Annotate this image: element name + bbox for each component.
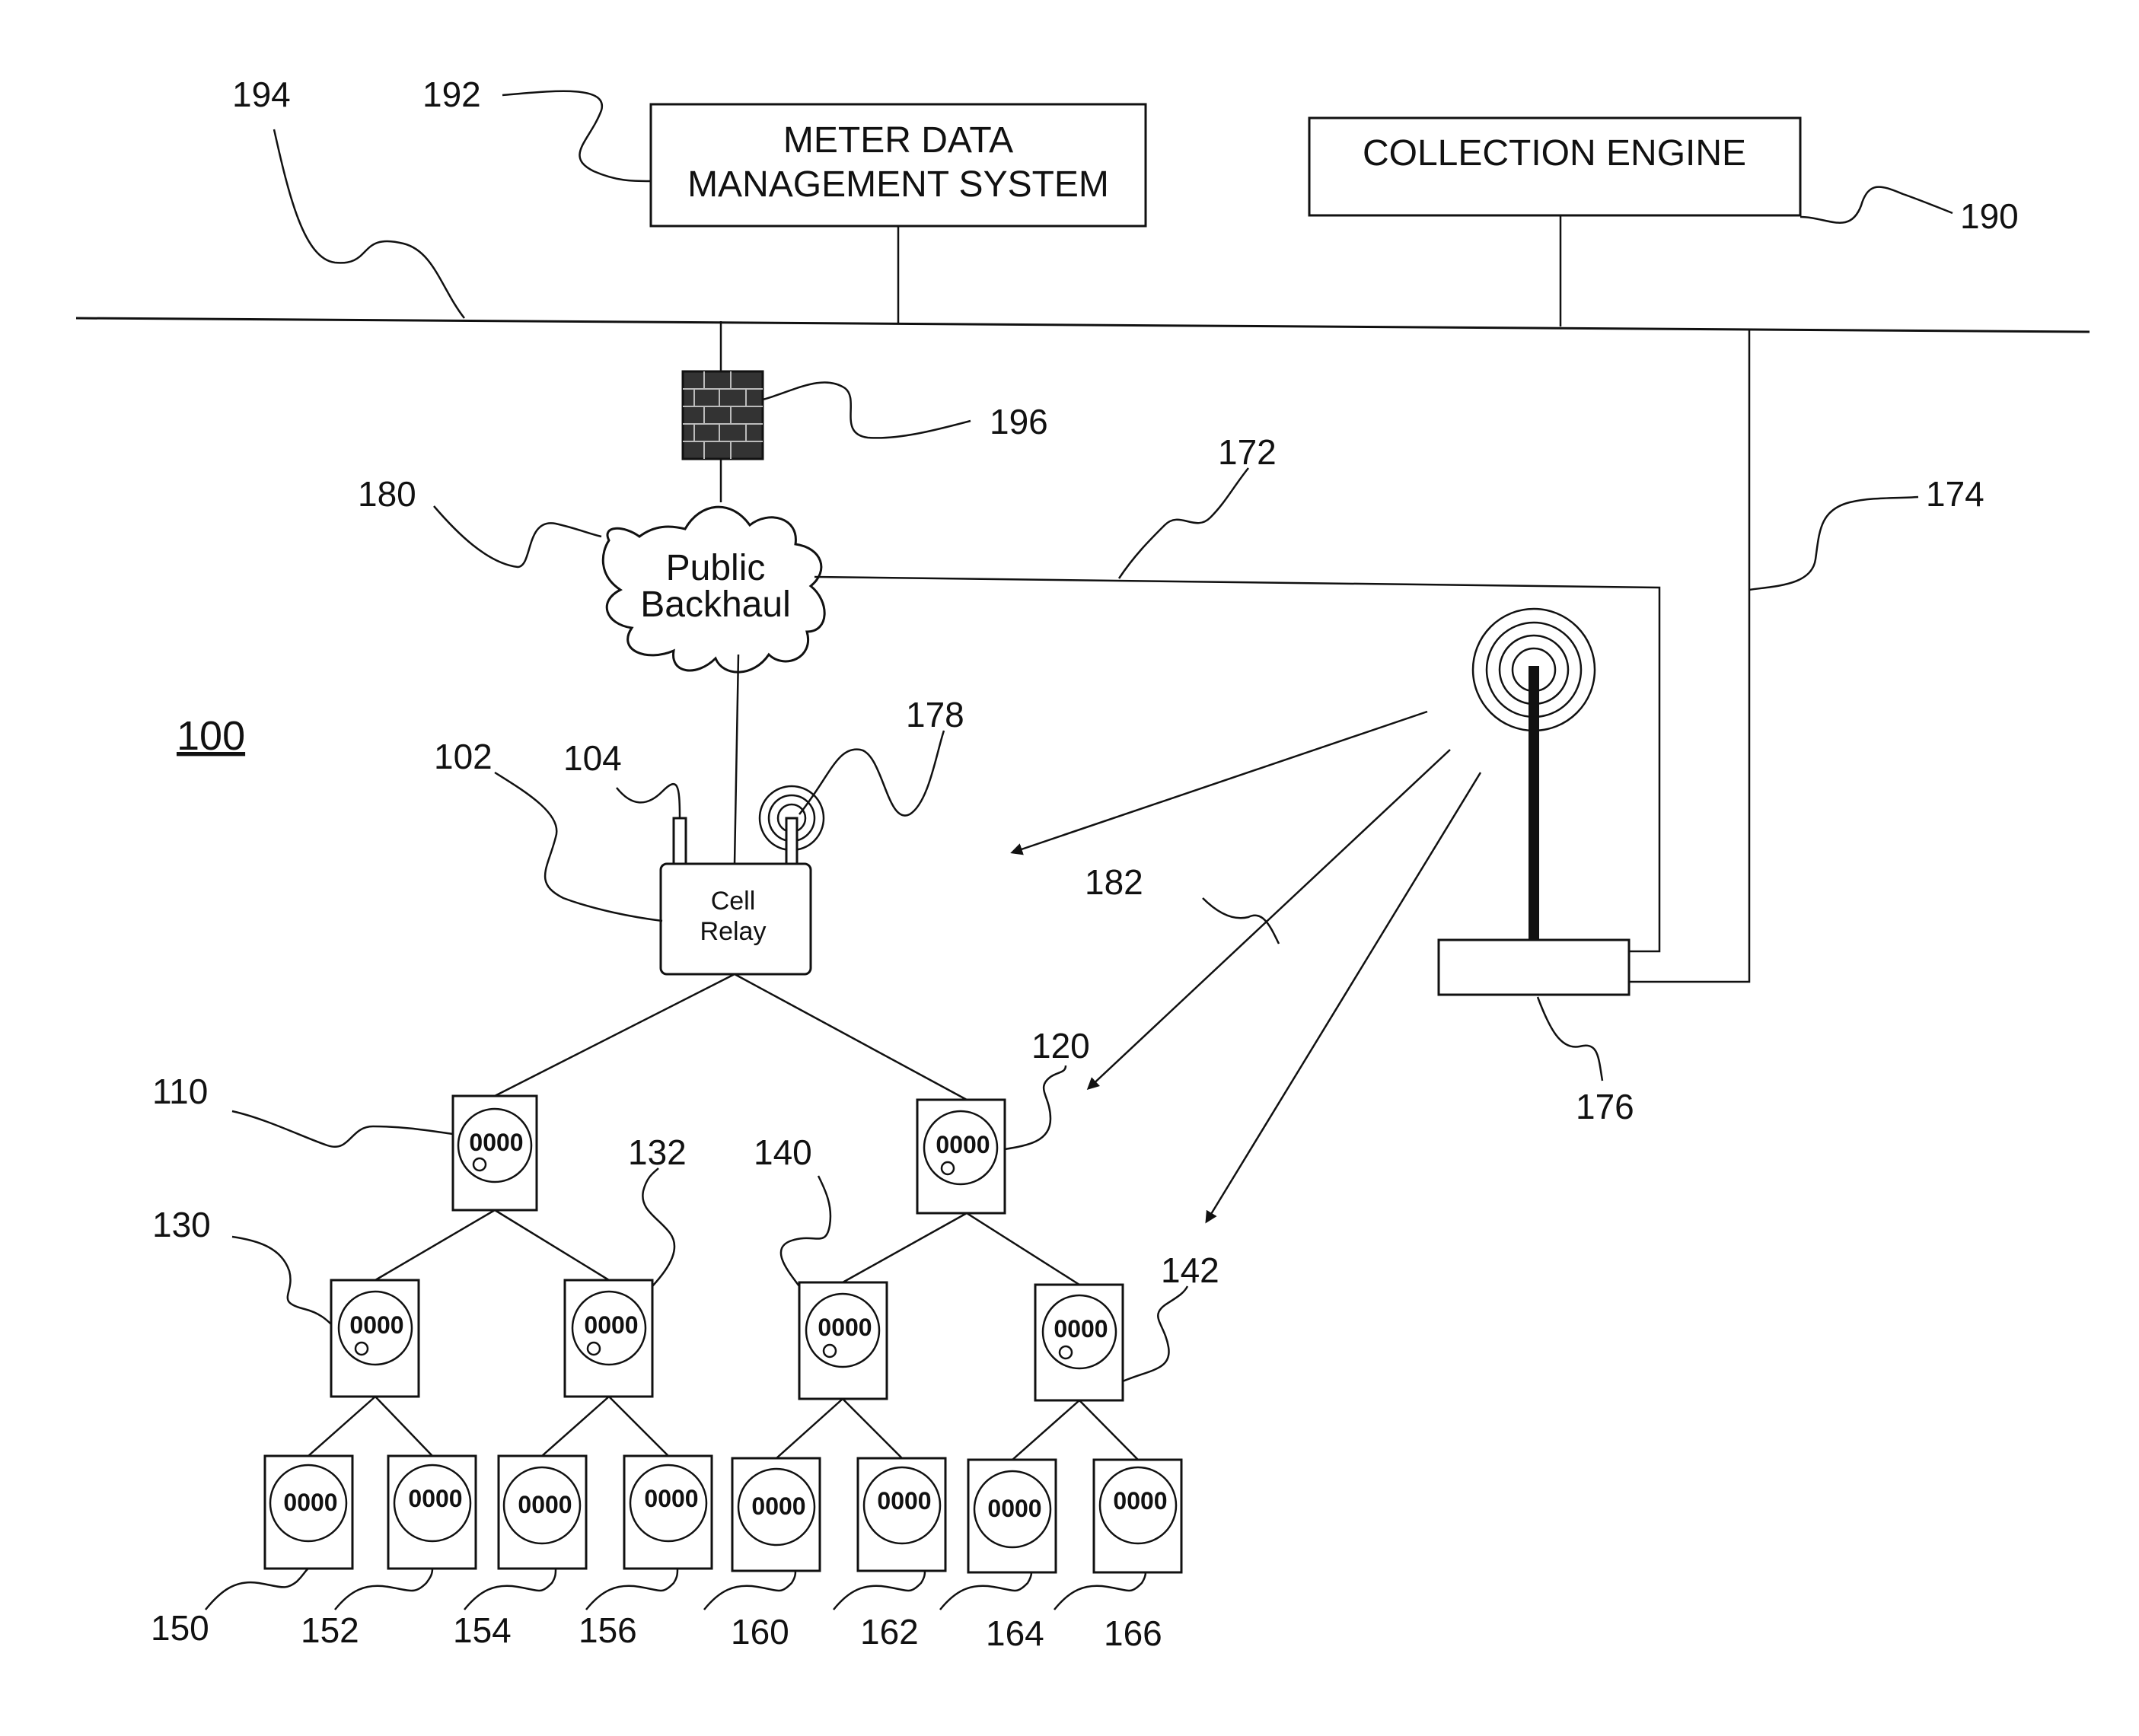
meter-data-management-system: METER DATA MANAGEMENT SYSTEM xyxy=(651,104,1146,226)
ref-102: 102 xyxy=(434,737,493,776)
meter-140: 0000 xyxy=(799,1282,887,1399)
meter-166-display: 0000 xyxy=(1113,1487,1167,1515)
ref-172: 172 xyxy=(1218,432,1277,472)
meter-132-display: 0000 xyxy=(584,1311,638,1339)
mdms-label-line2: MANAGEMENT SYSTEM xyxy=(687,164,1109,205)
backhaul-label-line1: Public xyxy=(666,548,766,588)
meter-156-display: 0000 xyxy=(644,1485,698,1512)
reference-numerals: 100 194 192 190 196 180 172 174 178 102 … xyxy=(151,75,2019,1653)
ref-110: 110 xyxy=(152,1072,208,1111)
cell-relay: Cell Relay xyxy=(661,786,824,974)
meter-142-display: 0000 xyxy=(1054,1315,1108,1343)
relay-label-line1: Cell xyxy=(711,887,756,916)
meter-130: 0000 xyxy=(331,1280,419,1397)
ref-142: 142 xyxy=(1161,1250,1219,1290)
ref-156: 156 xyxy=(579,1610,637,1650)
ref-162: 162 xyxy=(860,1612,919,1652)
ref-164: 164 xyxy=(986,1613,1044,1653)
meter-160: 0000 xyxy=(732,1458,820,1571)
meter-132: 0000 xyxy=(565,1280,652,1397)
ref-152: 152 xyxy=(301,1610,359,1650)
meter-160-display: 0000 xyxy=(751,1492,805,1520)
ref-178: 178 xyxy=(906,695,964,734)
wan-bus-line xyxy=(76,318,2090,332)
relay-radio-icon xyxy=(760,786,824,864)
meter-110-display: 0000 xyxy=(469,1129,523,1156)
public-backhaul-cloud: Public Backhaul xyxy=(603,507,824,672)
ref-190: 190 xyxy=(1960,196,2019,236)
backhaul-to-relay-line xyxy=(735,655,738,864)
meter-130-display: 0000 xyxy=(349,1311,403,1339)
ref-160: 160 xyxy=(731,1612,789,1652)
meter-150: 0000 xyxy=(265,1456,352,1569)
meter-154: 0000 xyxy=(499,1456,586,1569)
collection-engine: COLLECTION ENGINE xyxy=(1309,118,1800,215)
bus-to-tower-link xyxy=(1629,330,1749,982)
relay-label-line2: Relay xyxy=(700,917,767,946)
meter-162: 0000 xyxy=(858,1458,945,1571)
meter-152: 0000 xyxy=(388,1456,476,1569)
meter-142: 0000 xyxy=(1035,1285,1123,1400)
firewall-icon xyxy=(683,371,763,459)
meter-156: 0000 xyxy=(624,1456,712,1569)
meter-120-display: 0000 xyxy=(936,1131,990,1158)
mdms-label-line1: METER DATA xyxy=(783,120,1013,161)
ref-132: 132 xyxy=(628,1132,687,1172)
broadcast-arrow-to-relay xyxy=(1012,712,1427,852)
meter-150-display: 0000 xyxy=(283,1489,337,1516)
ref-180: 180 xyxy=(358,474,416,514)
ref-194: 194 xyxy=(232,75,291,114)
ref-104: 104 xyxy=(563,738,622,778)
mesh-tree-lines xyxy=(308,974,1138,1460)
meter-166: 0000 xyxy=(1094,1460,1181,1572)
meter-162-display: 0000 xyxy=(877,1487,931,1515)
ref-140: 140 xyxy=(754,1132,812,1172)
ref-130: 130 xyxy=(152,1205,211,1244)
radio-tower-icon xyxy=(1439,609,1629,995)
ref-120: 120 xyxy=(1031,1026,1090,1065)
broadcast-arrow-to-meter-142 xyxy=(1207,772,1481,1222)
backhaul-label-line2: Backhaul xyxy=(640,585,790,625)
meter-140-display: 0000 xyxy=(818,1314,872,1341)
ref-174: 174 xyxy=(1926,474,1984,514)
collection-engine-label: COLLECTION ENGINE xyxy=(1363,133,1746,174)
ref-196: 196 xyxy=(990,402,1048,441)
ref-150: 150 xyxy=(151,1608,209,1648)
broadcast-arrow-to-meter-120 xyxy=(1089,750,1450,1088)
ref-166: 166 xyxy=(1104,1613,1162,1653)
meter-164: 0000 xyxy=(968,1460,1056,1572)
ref-182: 182 xyxy=(1085,862,1143,902)
ref-176: 176 xyxy=(1576,1087,1634,1126)
meter-154-display: 0000 xyxy=(518,1491,572,1518)
meter-152-display: 0000 xyxy=(408,1485,462,1512)
ref-192: 192 xyxy=(422,75,481,114)
ref-154: 154 xyxy=(453,1610,512,1650)
figure-ref-100: 100 xyxy=(177,713,245,759)
meter-164-display: 0000 xyxy=(987,1495,1041,1522)
meter-120: 0000 xyxy=(917,1100,1005,1213)
meter-110: 0000 xyxy=(453,1096,537,1210)
relay-antenna-104 xyxy=(674,818,686,864)
